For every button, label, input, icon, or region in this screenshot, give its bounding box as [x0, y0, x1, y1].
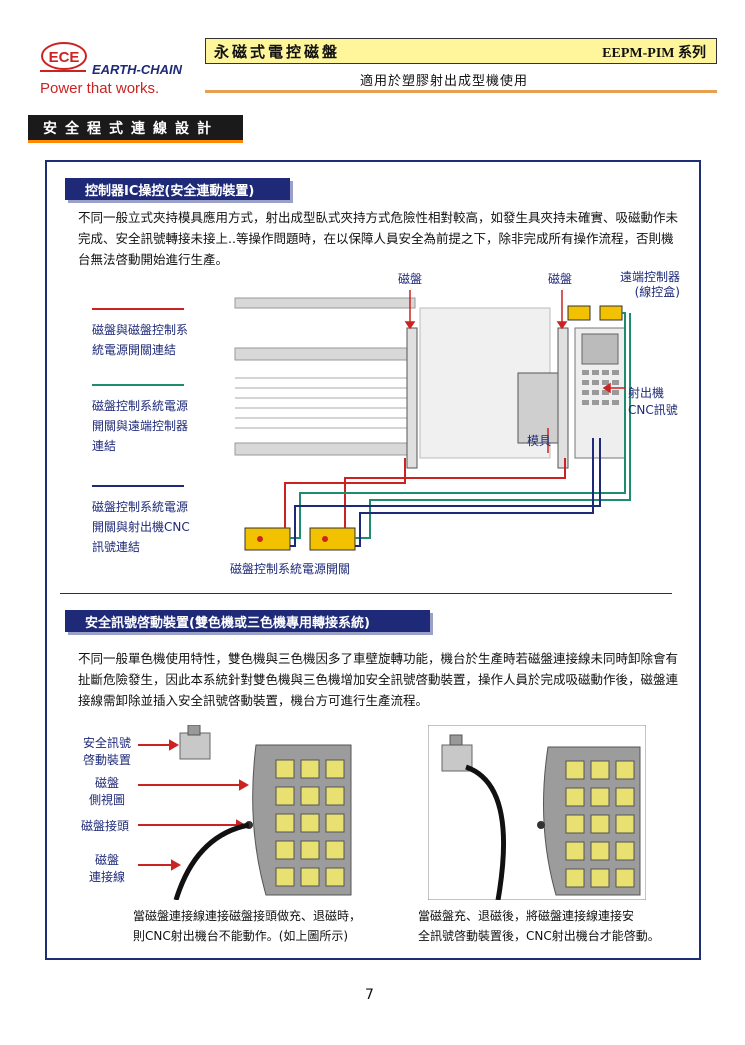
label2-rule — [92, 384, 184, 386]
section1-heading: 控制器IC操控(安全連動裝置) — [65, 178, 290, 200]
label-side-view: 磁盤側視圖 — [88, 776, 125, 807]
section1-paragraph: 不同一般立式夾持模具應用方式，射出成型臥式夾持方式危險性相對較高，如發生具夾持未… — [78, 210, 679, 267]
logo-name: EARTH-CHAIN — [92, 62, 183, 77]
label-cable: 磁盤連接線 — [88, 853, 125, 884]
series-label: EEPM-PIM 系列 — [602, 46, 706, 61]
label-remote-controller: 遠端控制器 (線控盒) — [619, 270, 680, 299]
label-power-switch: 磁盤控制系統電源開關 — [230, 562, 351, 576]
section2-paragraph: 不同一般單色機使用特性，雙色機與三色機因多了車壁旋轉功能，機台於生產時若磁盤連接… — [78, 651, 679, 708]
caption-right: 當磁盤充、退磁後，將磁盤連接線連接安 全訊號啓動裝置後，CNC射出機台才能啓動。 — [418, 909, 660, 943]
label-connector: 磁盤接頭 — [80, 819, 129, 833]
label1-rule — [92, 308, 184, 310]
label-cnc-signal: 射出機 CNC訊號 — [628, 386, 678, 417]
label3-rule — [92, 485, 184, 487]
title-box: 永磁式電控磁盤 EEPM-PIM 系列 — [205, 38, 717, 64]
label-magnet-left: 磁盤 — [398, 272, 423, 286]
photo-cable-on-magnet — [138, 725, 352, 900]
side-label-remote-link: 磁盤控制系統電源 開關與遠端控制器 連結 — [92, 399, 189, 453]
label-mold: 模具 — [527, 434, 552, 448]
header-rule — [205, 90, 717, 93]
photo-cable-on-safety-device — [428, 725, 646, 900]
earth-chain-logo: ECE EARTH-CHAIN Power that works. — [40, 38, 190, 97]
page-number: 7 — [365, 987, 374, 1003]
section2-heading: 安全訊號啓動裝置(雙色機或三色機專用轉接系統) — [65, 610, 430, 632]
content-frame — [45, 160, 701, 960]
document-title: 永磁式電控磁盤 — [214, 43, 341, 61]
label-magnet-right: 磁盤 — [548, 272, 573, 286]
section-title-bar: 安全程式連線設計 — [28, 115, 243, 143]
section-title: 安全程式連線設計 — [43, 121, 219, 137]
side-label-cnc-link: 磁盤控制系統電源 開關與射出機CNC 訊號連結 — [92, 500, 190, 554]
side-label-power-link: 磁盤與磁盤控制系 統電源開關連結 — [92, 323, 189, 357]
logo-letters: ECE — [49, 49, 80, 66]
machine-wiring-diagram — [234, 290, 631, 551]
label-safety-device: 安全訊號啓動裝置 — [82, 736, 131, 767]
section-divider — [60, 593, 672, 594]
logo-tagline: Power that works. — [40, 80, 159, 96]
subtitle: 適用於塑膠射出成型機使用 — [360, 74, 529, 89]
caption-left: 當磁盤連接線連接磁盤接頭做充、退磁時， 則CNC射出機台不能動作。(如上圖所示) — [133, 909, 362, 943]
